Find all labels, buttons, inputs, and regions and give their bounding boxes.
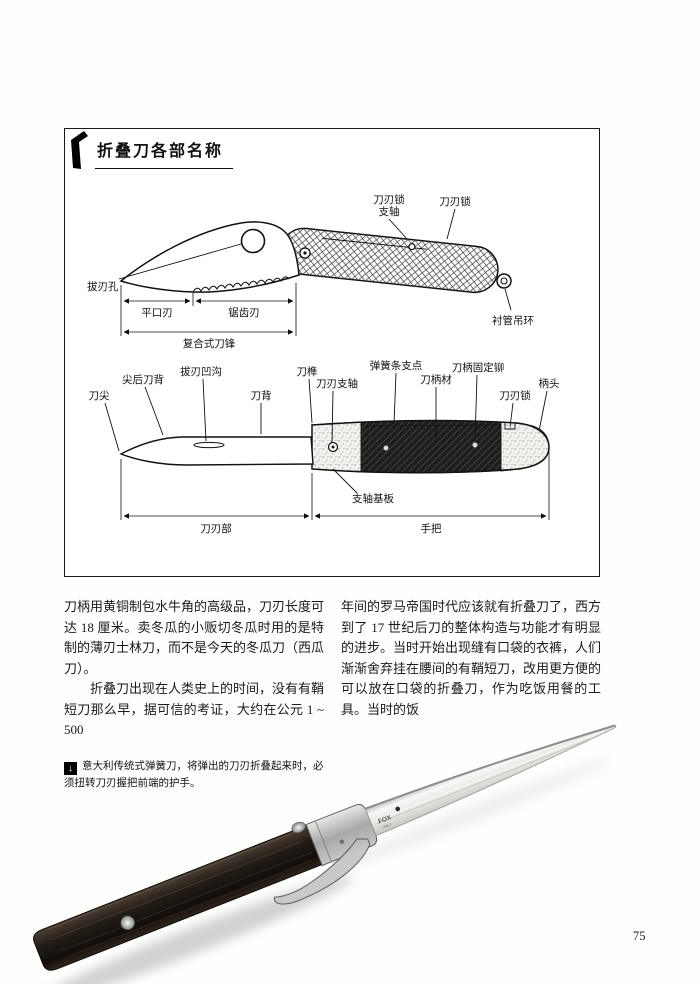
top-dimension-lines	[120, 283, 297, 336]
label-composite-edge: 复合式刀锋	[183, 337, 236, 350]
label-grip-section: 手把	[421, 522, 442, 535]
down-arrow-icon: ↓	[64, 762, 77, 775]
photo-caption-text: 意大利传统式弹簧刀，将弹出的刀刃折叠起来时，必须扭转刀刃握把前端的护手。	[64, 760, 324, 789]
label-tip: 刀尖	[89, 389, 110, 402]
paragraph: 刀柄用黄铜制包水牛角的高级品，刀刃长度可达 18 厘米。卖冬瓜的小贩切冬瓜时用的…	[64, 599, 325, 676]
label-tenon: 刀榫	[297, 365, 318, 378]
lanyard-ring	[496, 273, 512, 289]
serration-teeth	[192, 276, 290, 293]
stiletto-knife: FOX ITALY	[33, 724, 617, 971]
handle-outline	[311, 419, 550, 474]
bottom-knife-blade	[119, 436, 314, 466]
body-text: 刀柄用黄铜制包水牛角的高级品，刀刃长度可达 18 厘米。卖冬瓜的小贩切冬瓜时用的…	[64, 597, 601, 741]
photo-blade: FOX ITALY	[364, 724, 617, 837]
label-butt: 柄头	[539, 377, 560, 390]
paragraph: 年间的罗马帝国时代应该就有折叠刀了，西方到了 17 世纪后刀的整体构造与功能才有…	[341, 599, 602, 717]
diagram-title: 折叠刀各部名称	[95, 137, 234, 169]
label-pivot-base-plate: 支轴基板	[352, 492, 394, 505]
handle-medallion	[120, 915, 136, 931]
release-button	[291, 821, 306, 834]
label-liner-ring: 衬管吊环	[492, 314, 534, 327]
lock-notch	[504, 423, 516, 430]
label-pull-hole: 拔刃孔	[87, 280, 119, 293]
blade-stamp-dot	[395, 806, 400, 812]
paragraph: 折叠刀出现在人类史上的时间，没有有鞘短刀那么早，据可信的考证，大约在公元 1 ~…	[64, 681, 325, 737]
top-leader-lines	[118, 208, 512, 311]
label-serrated-edge: 锯齿刃	[228, 306, 260, 319]
handle-rivet-rear	[472, 442, 478, 448]
label-handle-rivet: 刀柄固定铆	[452, 361, 505, 374]
label-blade-pivot: 刀刃支轴	[316, 377, 358, 390]
wood-scales	[361, 420, 501, 473]
photo-caption: ↓意大利传统式弹簧刀，将弹出的刀刃折叠起来时，必须扭转刀刃握把前端的护手。	[64, 758, 324, 791]
bottom-leader-lines	[104, 372, 548, 494]
knife-shadow	[27, 876, 353, 984]
label-blade-lock-pivot-2: 支轴	[379, 205, 400, 218]
label-blade-section: 刀刃部	[200, 522, 232, 535]
blade-pivot-pin	[327, 441, 339, 453]
label-spine: 刀背	[251, 389, 272, 402]
bottom-dimension-lines	[120, 451, 550, 520]
blade-brand-subtext: ITALY	[382, 822, 393, 829]
body-column-right: 年间的罗马帝国时代应该就有折叠刀了，西方到了 17 世纪后刀的整体构造与功能才有…	[341, 597, 601, 741]
blade-brand-text: FOX	[377, 814, 393, 826]
page-number: 75	[633, 929, 646, 943]
label-blade-lock-pivot-1: 刀刃锁	[373, 193, 405, 206]
photo-bolster	[273, 803, 378, 905]
swing-guard	[273, 838, 371, 905]
lock-pivot-pin	[408, 243, 416, 251]
label-spring-bar-fulcrum: 弹簧条支点	[370, 359, 423, 372]
handle-rivet-front	[383, 445, 389, 451]
top-knife-diagram: 刀刃锁 支轴 刀刃锁 拔刃孔 平口刃 锯齿刃 复合式刀锋 衬管吊环	[87, 193, 534, 350]
photo-handle	[33, 824, 323, 971]
stiletto-photo: FOX ITALY	[27, 724, 617, 984]
back-spring	[365, 424, 500, 427]
diagram-title-row: 折叠刀各部名称	[70, 131, 234, 171]
body-column-left: 刀柄用黄铜制包水牛角的高级品，刀刃长度可达 18 厘米。卖冬瓜的小贩切冬瓜时用的…	[64, 597, 324, 741]
bottom-knife-diagram: 刀尖 尖后刀背 拔刃凹沟 刀背 刀榫 刀刃支轴 弹簧条支点 刀柄材 刀柄固定铆 …	[89, 359, 560, 535]
label-handle-material: 刀柄材	[420, 373, 452, 386]
label-rear-tip-spine: 尖后刀背	[122, 373, 164, 386]
title-brush-mark-icon	[71, 131, 88, 169]
label-blade-lock-top: 刀刃锁	[439, 195, 471, 208]
nail-groove	[193, 441, 225, 449]
label-pull-groove: 拔刃凹沟	[180, 365, 222, 378]
label-blade-lock-bottom: 刀刃锁	[499, 389, 531, 402]
blade-shadow	[330, 759, 610, 871]
top-knife-handle	[280, 227, 499, 294]
blade-pivot-pin-top	[299, 247, 311, 259]
top-knife-blade	[119, 221, 300, 293]
thumb-hole	[240, 228, 266, 254]
label-plain-edge: 平口刃	[141, 307, 173, 319]
diagram-box: 折叠刀各部名称	[64, 128, 600, 577]
